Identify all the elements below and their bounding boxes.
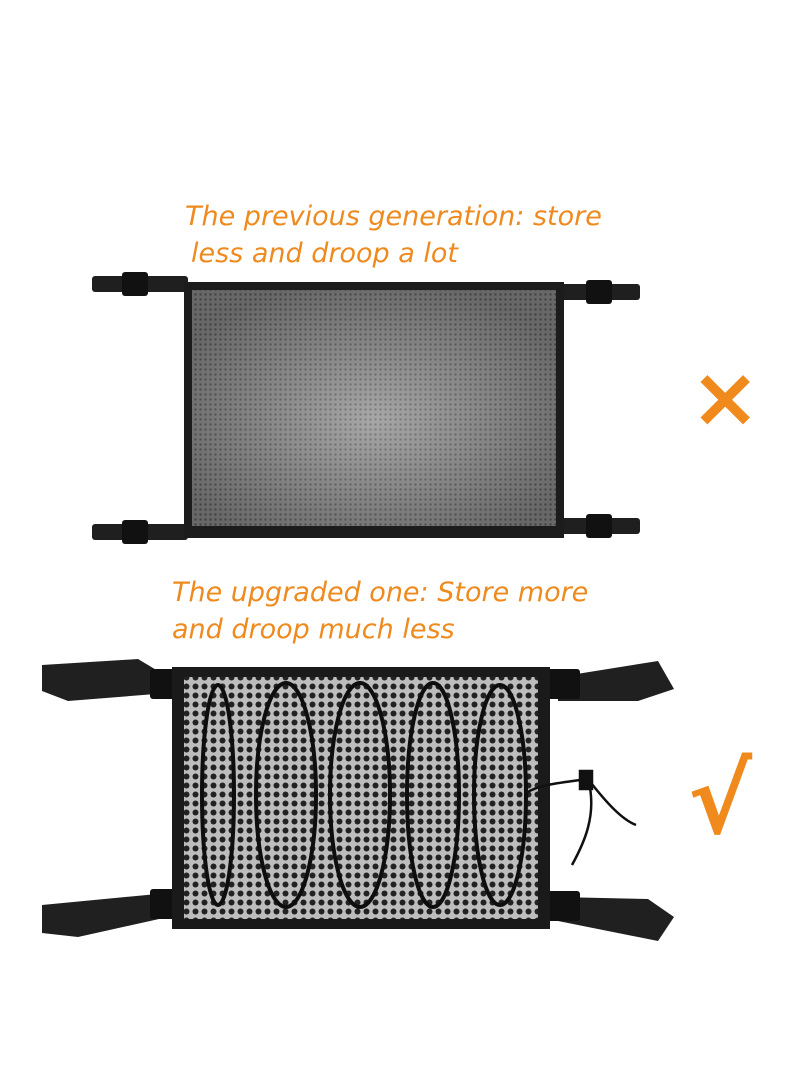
previous-cargo-net-photo xyxy=(92,272,640,544)
right-bottom-strap xyxy=(546,891,674,941)
left-top-strap xyxy=(92,272,188,296)
right-top-strap xyxy=(558,280,640,304)
upgraded-caption: The upgraded one: Store more and droop m… xyxy=(172,574,588,648)
previous-caption-line-1: The previous generation: store xyxy=(185,201,602,232)
left-bottom-strap xyxy=(42,889,184,937)
mesh-panel xyxy=(184,677,538,919)
previous-caption-line-2: less and droop a lot xyxy=(191,238,458,269)
check-mark-icon: √ xyxy=(688,744,753,856)
drawstring-toggle xyxy=(525,769,637,866)
left-top-strap xyxy=(42,659,184,701)
previous-generation-caption: The previous generation: store less and … xyxy=(185,198,602,272)
upgraded-caption-line-2: and droop much less xyxy=(172,614,455,645)
elastic-cord-loops xyxy=(200,681,528,909)
right-bottom-strap xyxy=(558,514,640,538)
right-top-strap xyxy=(546,661,674,701)
left-bottom-strap xyxy=(92,520,188,544)
cross-mark-icon: × xyxy=(690,348,761,446)
upgraded-cargo-net-photo xyxy=(42,659,674,941)
upgraded-caption-line-1: The upgraded one: Store more xyxy=(172,577,589,608)
